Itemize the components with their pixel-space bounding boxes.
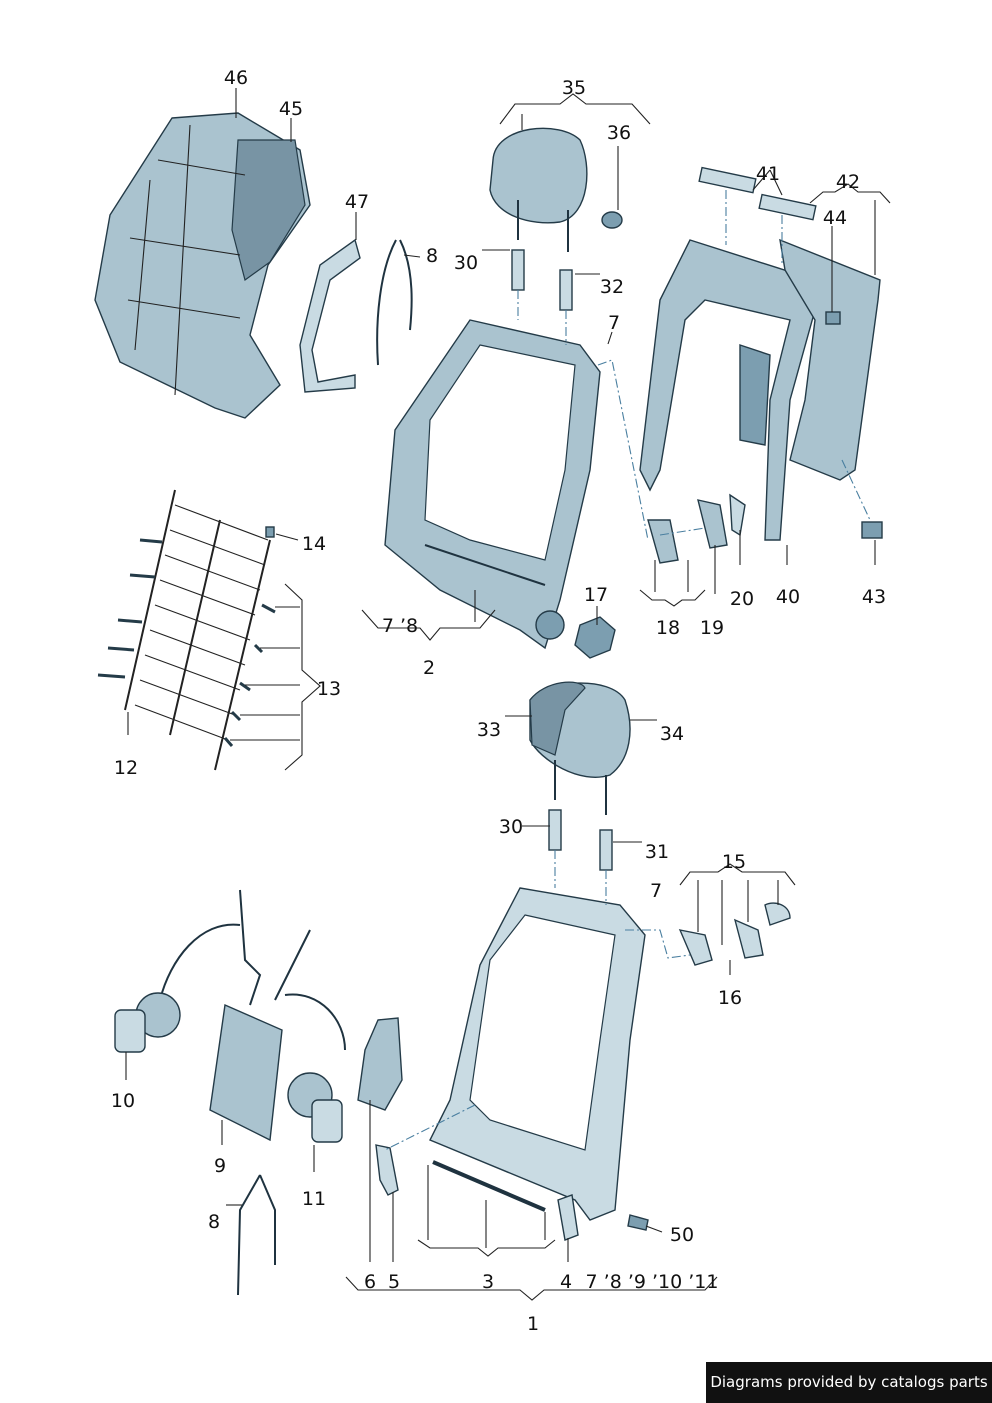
callout-34: 34 (660, 723, 684, 745)
callout-7-lower: 7 (650, 880, 662, 902)
callout-6: 6 (364, 1271, 376, 1293)
callout-14: 14 (302, 533, 326, 555)
seat-back-cover (94, 112, 311, 419)
callout-35: 35 (562, 77, 586, 99)
callout-47: 47 (345, 191, 369, 213)
callout-41: 41 (756, 163, 780, 185)
callout-32: 32 (600, 276, 624, 298)
rod (432, 1160, 546, 1212)
bowden-cable-top (376, 239, 413, 366)
callout-30: 30 (454, 252, 478, 274)
callout-3: 3 (482, 1271, 494, 1293)
motor-6 (357, 1017, 403, 1111)
callout-7-8-top: 7 ’8 (382, 615, 418, 637)
callout-10: 10 (111, 1090, 135, 1112)
callout-13: 13 (317, 678, 341, 700)
callout-17: 17 (584, 584, 608, 606)
callout-5: 5 (388, 1271, 400, 1293)
cover-4 (557, 1194, 579, 1241)
callout-labels: 46 45 47 8 35 36 30 32 7 41 42 44 14 13 … (111, 67, 886, 1335)
cover-5 (375, 1144, 399, 1196)
clip-19 (697, 499, 728, 549)
callout-45: 45 (279, 98, 303, 120)
callout-46: 46 (224, 67, 248, 89)
lumbar-mat (97, 489, 276, 771)
credit-banner: Diagrams provided by catalogs parts (706, 1362, 992, 1403)
callout-44: 44 (823, 207, 847, 229)
callout-30-lower: 30 (499, 816, 523, 838)
callout-50: 50 (670, 1224, 694, 1246)
callout-43: 43 (862, 586, 886, 608)
callout-1: 1 (527, 1313, 539, 1335)
clip-20 (729, 493, 746, 537)
backrest-frame-top (384, 319, 616, 659)
callout-40: 40 (776, 586, 800, 608)
bowden-cable-bottom (237, 1174, 276, 1296)
handwheel (574, 616, 616, 659)
callout-2: 2 (423, 657, 435, 679)
callout-31: 31 (645, 841, 669, 863)
backrest-frame-bottom (429, 887, 791, 1231)
callout-20: 20 (730, 588, 754, 610)
back-panel (639, 166, 883, 541)
leader-lines (125, 88, 891, 1301)
callout-16: 16 (718, 987, 742, 1009)
callout-42: 42 (836, 171, 860, 193)
callout-19: 19 (700, 617, 724, 639)
assembly-lines (384, 190, 871, 1151)
callout-11: 11 (302, 1188, 326, 1210)
callout-7: 7 (608, 312, 620, 334)
lumbar-assembly (114, 889, 346, 1143)
callout-8-lower: 8 (208, 1211, 220, 1233)
callout-7-8-9-10-11: 7 ’8 ’9 ’10 ’11 (586, 1271, 719, 1293)
callout-12: 12 (114, 757, 138, 779)
clip-18 (647, 519, 679, 564)
callout-9: 9 (214, 1155, 226, 1177)
callout-18: 18 (656, 617, 680, 639)
callout-33: 33 (477, 719, 501, 741)
callout-4: 4 (560, 1271, 572, 1293)
callout-36: 36 (607, 122, 631, 144)
callout-8: 8 (426, 245, 438, 267)
trim-strip (299, 238, 361, 393)
headrest-lower (529, 681, 631, 871)
callout-15: 15 (722, 851, 746, 873)
